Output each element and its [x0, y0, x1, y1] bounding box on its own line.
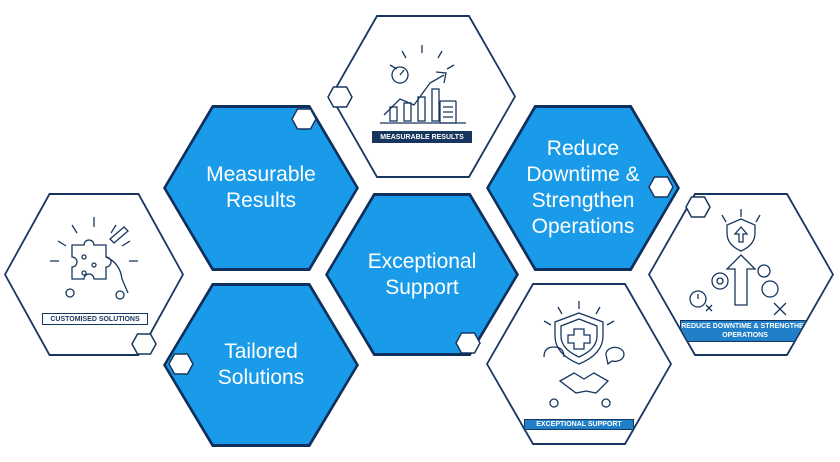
small-hexagon-marker: [131, 333, 157, 355]
customised-solutions-banner: CUSTOMISED SOLUTIONS: [42, 313, 148, 325]
puzzle-hand-icon: [50, 217, 138, 300]
small-hexagon-marker: [455, 332, 481, 354]
small-hexagon-marker: [685, 196, 711, 218]
exceptional-support-hexagon: Exceptional Support: [325, 193, 519, 356]
small-hexagon-marker: [648, 176, 674, 198]
exceptional-support-icon-hexagon: EXCEPTIONAL SUPPORT: [486, 283, 672, 445]
customised-solutions-icon-hexagon: CUSTOMISED SOLUTIONS: [4, 193, 184, 356]
tailored-solutions-label: Tailored Solutions: [217, 340, 305, 389]
gears-arrow-icon: [689, 209, 787, 316]
reduce-downtime-icon-hexagon: REDUCE DOWNTIME & STRENGTHEN OPERATIONS: [648, 193, 834, 356]
reduce-downtime-label: Reduce Downtime & Strengthen Operations: [526, 137, 640, 238]
measurable-results-icon-hexagon: MEASURABLE RESULTS: [330, 15, 516, 178]
exceptional-support-label: Exceptional Support: [367, 249, 477, 299]
exceptional-support-banner: EXCEPTIONAL SUPPORT: [524, 419, 634, 430]
measurable-results-banner: MEASURABLE RESULTS: [372, 131, 472, 143]
reduce-downtime-hexagon: Reduce Downtime & Strengthen Operations: [486, 105, 680, 271]
small-hexagon-marker: [168, 353, 194, 375]
small-hexagon-marker: [327, 86, 353, 108]
measurable-results-label: Measurable Results: [206, 163, 316, 212]
growth-chart-icon: [380, 45, 466, 124]
reduce-downtime-banner: REDUCE DOWNTIME & STRENGTHEN OPERATIONS: [680, 320, 810, 342]
shield-handshake-icon: [543, 301, 625, 408]
measurable-results-hexagon: Measurable Results: [163, 105, 359, 271]
small-hexagon-marker: [291, 108, 317, 130]
